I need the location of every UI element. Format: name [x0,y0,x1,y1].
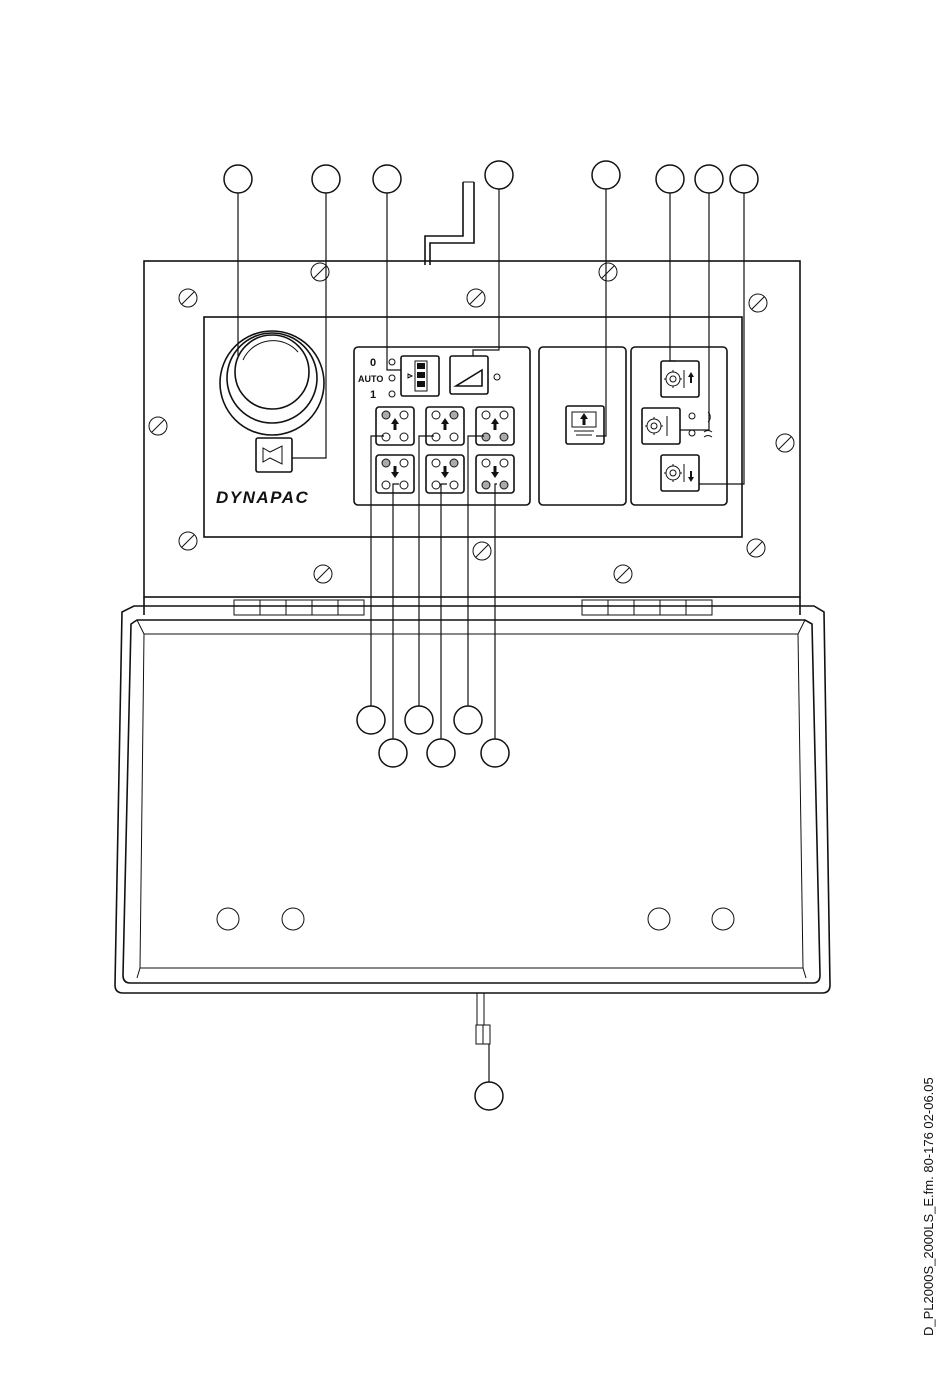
screw [149,417,167,435]
raise-button-left [376,407,414,445]
cover-hole [217,908,239,930]
screw [776,434,794,452]
ramp-icon [456,370,482,386]
screw [179,532,197,550]
screw [614,565,632,583]
mounting-bracket [425,182,474,265]
auger-reverse-button [661,455,699,491]
raise-button-center [426,407,464,445]
callout-marker [312,165,340,193]
screw [179,289,197,307]
callout-marker [695,165,723,193]
mode-led-0 [389,359,395,365]
arrow-up-icon [688,372,694,383]
callout-marker [427,739,455,767]
screw [599,263,617,281]
arrow-down-icon [688,471,694,482]
screw [314,565,332,583]
arrow-up-icon [391,418,399,430]
arrow-down-icon [391,466,399,478]
mode-label-1: 1 [370,389,376,401]
callout-marker [405,706,433,734]
screw [747,539,765,557]
callout-marker [454,706,482,734]
hinged-cover [115,606,830,1044]
screed-raise-button [566,406,604,444]
tamper-led-bottom [689,430,695,436]
tamper-icon [645,417,663,435]
mode-led-1 [389,391,395,397]
auger-control-block [631,347,727,505]
callout-marker [592,161,620,189]
callout-marker [475,1082,503,1110]
panel-housing [144,261,800,615]
horn-button [256,438,292,472]
mode-rocker-switch [401,356,439,396]
ramp-switch [450,356,500,394]
mode-label-0: 0 [370,357,376,369]
cover-hole [648,908,670,930]
tamper-led-top [689,413,695,419]
callout-marker [730,165,758,193]
arrow-down-icon [491,466,499,478]
callout-marker [379,739,407,767]
callout-marker [481,739,509,767]
screed-control-block: 0 AUTO 1 [354,347,530,505]
tamper-button [642,408,712,444]
arrow-up-icon [441,418,449,430]
hinge-right [582,600,712,615]
screws [149,263,794,583]
auger-icon [664,464,682,482]
mode-label-auto: AUTO [358,374,383,384]
callout-marker [224,165,252,193]
callout-marker [357,706,385,734]
brand-logo: DYNAPAC [216,488,309,507]
auger-forward-button [661,361,699,397]
horn-icon [263,446,282,464]
callout-marker [373,165,401,193]
lower-button-left [376,455,414,493]
screw [467,289,485,307]
leader-lines [238,188,744,1082]
emergency-stop-button [220,331,324,435]
ramp-led [494,374,500,380]
document-reference: D_PL2000S_2000LS_E.fm. 80-176 02-06.05 [921,1077,936,1336]
screw [473,542,491,560]
auger-icon [664,370,682,388]
callout-marker [656,165,684,193]
hinge-left [234,600,364,615]
screed-raise-block [539,347,626,505]
lower-button-center [426,455,464,493]
screw [749,294,767,312]
arrow-up-icon [491,418,499,430]
callout-marker [485,161,513,189]
arrow-down-icon [441,466,449,478]
cover-latch [476,993,490,1044]
mode-led-auto [389,375,395,381]
cover-hole [712,908,734,930]
raise-button-right [476,407,514,445]
cover-hole [282,908,304,930]
